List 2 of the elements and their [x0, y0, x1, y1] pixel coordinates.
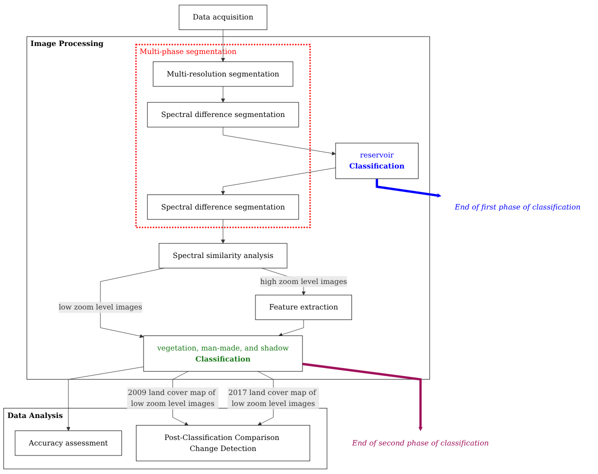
arrow: [376, 178, 442, 198]
arrow: [302, 362, 423, 431]
